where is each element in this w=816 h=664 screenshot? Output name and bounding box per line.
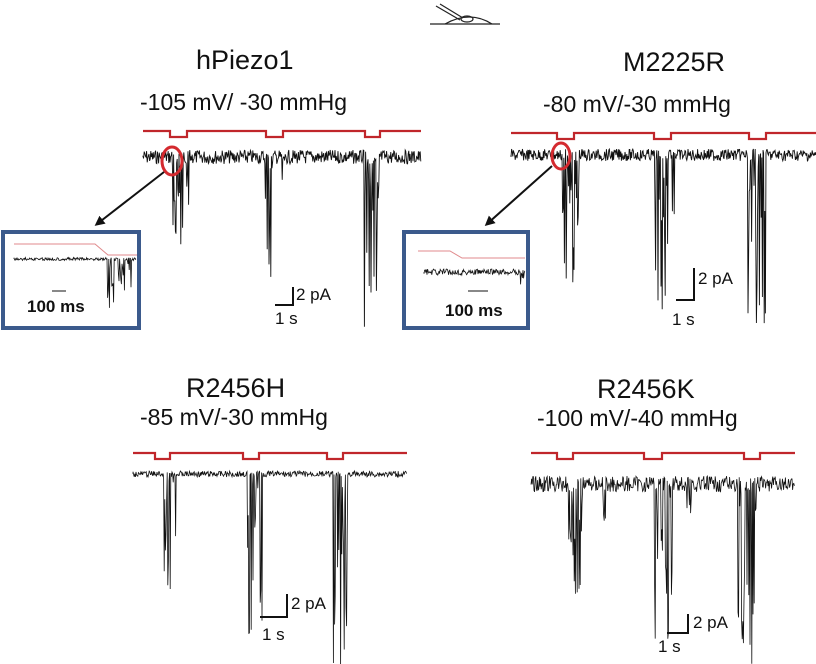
current-trace-hpiezo1 (142, 148, 422, 327)
scale-bar-r2456k (667, 614, 689, 634)
scale-time-m2225r: 1 s (672, 310, 695, 329)
scale-bar-m2225r (676, 268, 695, 301)
stimulus-trace-r2456h (133, 451, 407, 461)
panel-condition-hpiezo1: -105 mV/ -30 mmHg (140, 89, 348, 115)
zoom-arrow-hpiezo1 (94, 171, 165, 226)
scale-current-r2456h: 2 pA (291, 594, 326, 613)
current-trace-r2456k (530, 474, 795, 664)
inset-current-trace-m2225r (423, 268, 526, 285)
highlight-circle-hpiezo1 (160, 145, 184, 177)
current-trace-r2456h (132, 469, 407, 664)
highlight-circle-m2225r (550, 141, 572, 171)
panel-title-r2456k: R2456K (597, 374, 695, 404)
scale-bar-r2456h (260, 594, 288, 618)
panel-title-m2225r: M2225R (623, 47, 726, 77)
scale-time-r2456h: 1 s (262, 625, 285, 644)
panel-condition-m2225r: -80 mV/-30 mmHg (543, 91, 731, 117)
stimulus-trace-m2225r (511, 131, 816, 141)
scale-time-r2456k: 1 s (658, 637, 681, 656)
panel-title-hpiezo1: hPiezo1 (196, 45, 294, 75)
inset-current-trace-hpiezo1 (13, 256, 137, 308)
current-trace-m2225r (510, 147, 816, 324)
scale-current-r2456k: 2 pA (693, 613, 728, 632)
panel-condition-r2456h: -85 mV/-30 mmHg (140, 404, 328, 430)
stimulus-trace-hpiezo1 (143, 129, 421, 139)
inset-stimulus-hpiezo1 (14, 243, 137, 256)
patch-pipette-cell-icon (430, 3, 500, 25)
stimulus-trace-r2456k (531, 451, 795, 461)
panel-condition-r2456k: -100 mV/-40 mmHg (537, 405, 738, 431)
inset-scale-label-hpiezo1: 100 ms (27, 297, 85, 316)
inset-box-hpiezo1 (1, 230, 141, 330)
inset-box-m2225r (402, 230, 530, 330)
inset-scale-label-m2225r: 100 ms (445, 301, 503, 320)
panel-title-r2456h: R2456H (186, 373, 286, 403)
scale-current-hpiezo1: 2 pA (296, 285, 331, 304)
scale-time-hpiezo1: 1 s (275, 309, 298, 328)
zoom-arrow-m2225r (484, 165, 553, 226)
scale-current-m2225r: 2 pA (698, 269, 733, 288)
inset-stimulus-m2225r (418, 250, 525, 259)
scale-bar-hpiezo1 (275, 287, 294, 306)
